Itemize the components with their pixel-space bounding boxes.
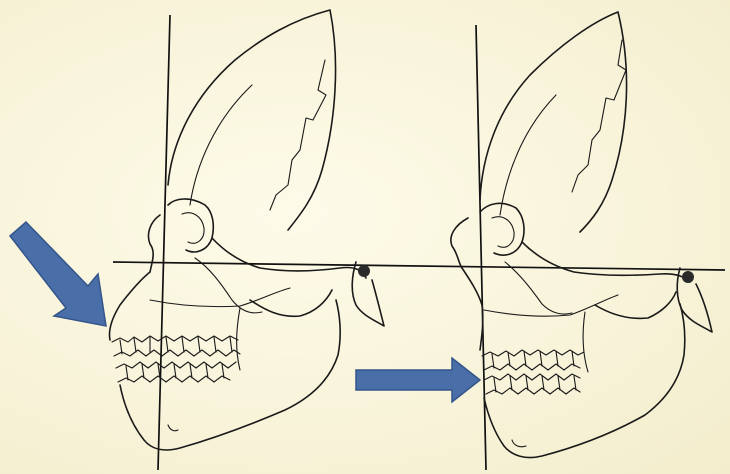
right-crest-suture [572, 40, 626, 192]
left-zygomatic-arch [212, 238, 366, 278]
left-upper-teeth [112, 336, 240, 356]
left-palate-line [150, 288, 290, 307]
right-chin-mark [512, 440, 526, 447]
left-orbit-inner [182, 213, 204, 243]
arrow-down-right [10, 222, 106, 326]
right-zygomatic-arch [522, 242, 690, 282]
right-orbit-inner [492, 217, 514, 247]
left-upper-jaw [109, 272, 150, 340]
left-lower-teeth [116, 362, 236, 382]
right-ear-canal [682, 271, 694, 283]
right-upper-jaw [462, 268, 483, 350]
right-upper-teeth [482, 350, 584, 370]
right-crest-inner [500, 95, 556, 215]
right-coronoid [583, 312, 588, 372]
left-coronoid [237, 308, 240, 370]
right-cheekbone [505, 262, 572, 314]
arrow-right [356, 358, 480, 402]
left-crest-inner [190, 85, 252, 205]
right-nasal-region [451, 218, 468, 268]
left-ear-canal [358, 265, 370, 277]
right-ramus [595, 292, 676, 318]
left-crest-suture [270, 60, 326, 210]
left-chin-mark [168, 425, 178, 431]
left-nasal-region [148, 215, 160, 272]
right-lower-teeth [484, 374, 580, 394]
left-cranial-crest [168, 10, 336, 230]
right-mandible [484, 304, 685, 458]
left-cheekbone [195, 258, 262, 313]
left-skull [109, 10, 384, 450]
left-brow-ridge [168, 199, 213, 252]
left-mandible [120, 300, 340, 450]
right-skull [451, 12, 712, 458]
left-vertical-reference-line [158, 15, 170, 470]
right-cranial-crest [480, 12, 627, 232]
right-palate-line [484, 295, 618, 316]
